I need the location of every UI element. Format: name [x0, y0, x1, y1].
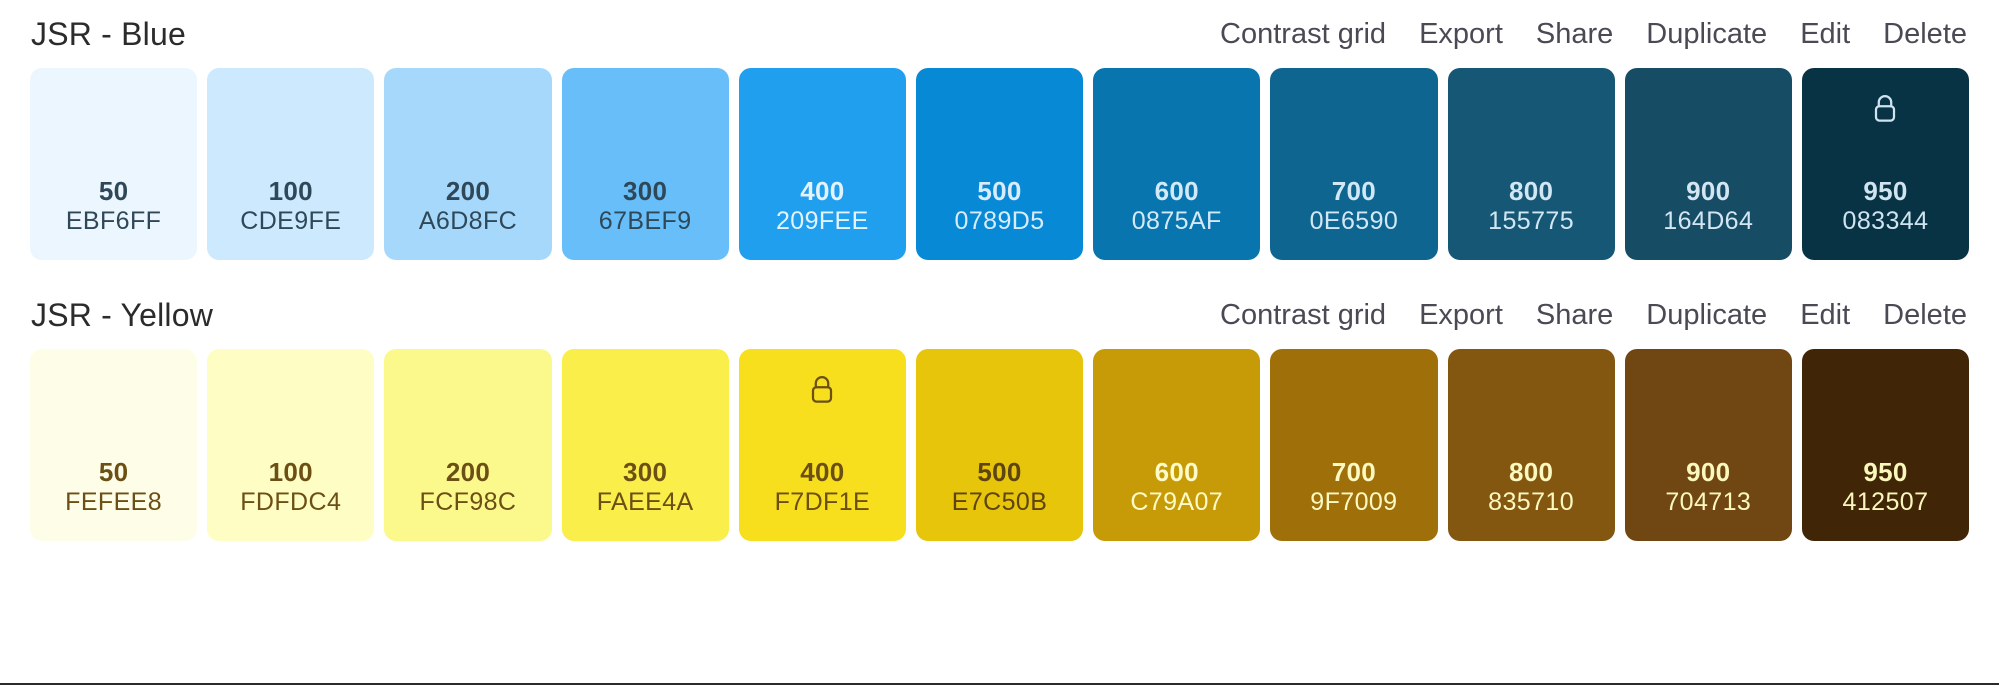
swatch-step-label: 900 [1686, 456, 1731, 487]
swatch-step-label: 600 [1154, 456, 1199, 487]
lock-icon[interactable] [809, 375, 835, 405]
swatch-hex-label: 164D64 [1663, 207, 1754, 235]
palette-actions: Contrast grid Export Share Duplicate Edit Del… [1220, 17, 1969, 50]
swatch-hex-label: 155775 [1488, 207, 1574, 235]
swatch-step-label: 600 [1154, 175, 1199, 206]
swatch-step-label: 200 [445, 456, 491, 487]
swatch-hex-label: F7DF1E [774, 488, 871, 516]
swatch-hex-label: FCF98C [419, 488, 517, 516]
palette-title: JSR - Blue [31, 16, 186, 52]
swatch-step-label: 950 [1863, 456, 1908, 487]
swatch-step-label: 500 [977, 456, 1022, 487]
action-link-contrast-grid[interactable]: Contrast grid [1220, 298, 1387, 331]
swatch-step-label: 400 [800, 175, 845, 206]
group-spacer [0, 260, 1999, 281]
swatch-step-label: 400 [800, 456, 845, 487]
palette-header: JSR - Yellow Contrast grid Export Share Dupl… [30, 281, 1969, 349]
action-link-delete[interactable]: Delete [1883, 17, 1967, 50]
swatch-hex-label: 0789D5 [954, 207, 1045, 235]
swatch-step-label: 800 [1508, 456, 1554, 487]
swatch-hex-label: CDE9FE [240, 207, 342, 235]
swatch-step-label: 700 [1331, 456, 1377, 487]
lock-icon[interactable] [1872, 94, 1898, 124]
swatch-hex-label: 209FEE [775, 207, 869, 235]
action-link-contrast-grid[interactable]: Contrast grid [1220, 17, 1387, 50]
action-link-delete[interactable]: Delete [1883, 298, 1967, 331]
action-link-share[interactable]: Share [1535, 298, 1614, 331]
swatch-hex-label: 412507 [1842, 488, 1929, 516]
swatch-hex-label: E7C50B [951, 488, 1048, 516]
palette-title: JSR - Yellow [31, 297, 214, 333]
swatch-hex-label: 67BEF9 [598, 207, 692, 235]
palette-actions: Contrast grid Export Share Duplicate Edit Del… [1220, 298, 1969, 331]
action-link-duplicate[interactable]: Duplicate [1646, 298, 1768, 331]
swatch-step-label: 50 [98, 456, 129, 487]
swatch-step-label: 700 [1331, 175, 1377, 206]
swatch-hex-label: FEFEE8 [65, 488, 163, 516]
action-link-export[interactable]: Export [1419, 17, 1503, 50]
swatch-step-label: 100 [268, 456, 313, 487]
swatch-hex-label: 835710 [1488, 488, 1574, 516]
swatch-step-label: 300 [623, 175, 668, 206]
swatch-step-label: 200 [445, 175, 491, 206]
swatch-step-label: 300 [623, 456, 668, 487]
swatch-hex-label: 0E6590 [1309, 207, 1399, 235]
action-link-edit[interactable]: Edit [1800, 298, 1851, 331]
swatch-hex-label: FAEE4A [596, 488, 694, 516]
action-link-export[interactable]: Export [1419, 298, 1503, 331]
swatch-hex-label: FDFDC4 [240, 488, 342, 516]
action-link-edit[interactable]: Edit [1800, 17, 1851, 50]
bottom-divider [0, 683, 1999, 685]
swatch-step-label: 100 [268, 175, 313, 206]
swatch-step-label: 800 [1508, 175, 1554, 206]
palette-group: JSR - Yellow Contrast grid Export Share Dupl… [0, 281, 1999, 541]
palette-header: JSR - Blue Contrast grid Export Share Duplic… [30, 0, 1969, 68]
swatch-step-label: 500 [977, 175, 1022, 206]
swatch-hex-label: 9F7009 [1310, 488, 1398, 516]
swatch-hex-label: 083344 [1842, 207, 1929, 235]
action-link-duplicate[interactable]: Duplicate [1646, 17, 1768, 50]
swatch-step-label: 900 [1686, 175, 1731, 206]
action-link-share[interactable]: Share [1535, 17, 1614, 50]
swatch-step-label: 950 [1863, 175, 1908, 206]
swatch-step-label: 50 [98, 175, 129, 206]
palette-group: JSR - Blue Contrast grid Export Share Duplic… [0, 0, 1999, 260]
swatch-hex-label: 0875AF [1131, 207, 1222, 235]
swatch-hex-label: EBF6FF [65, 207, 162, 235]
swatch-hex-label: C79A07 [1130, 488, 1224, 516]
swatch-hex-label: A6D8FC [418, 207, 518, 235]
swatch-hex-label: 704713 [1665, 488, 1752, 516]
